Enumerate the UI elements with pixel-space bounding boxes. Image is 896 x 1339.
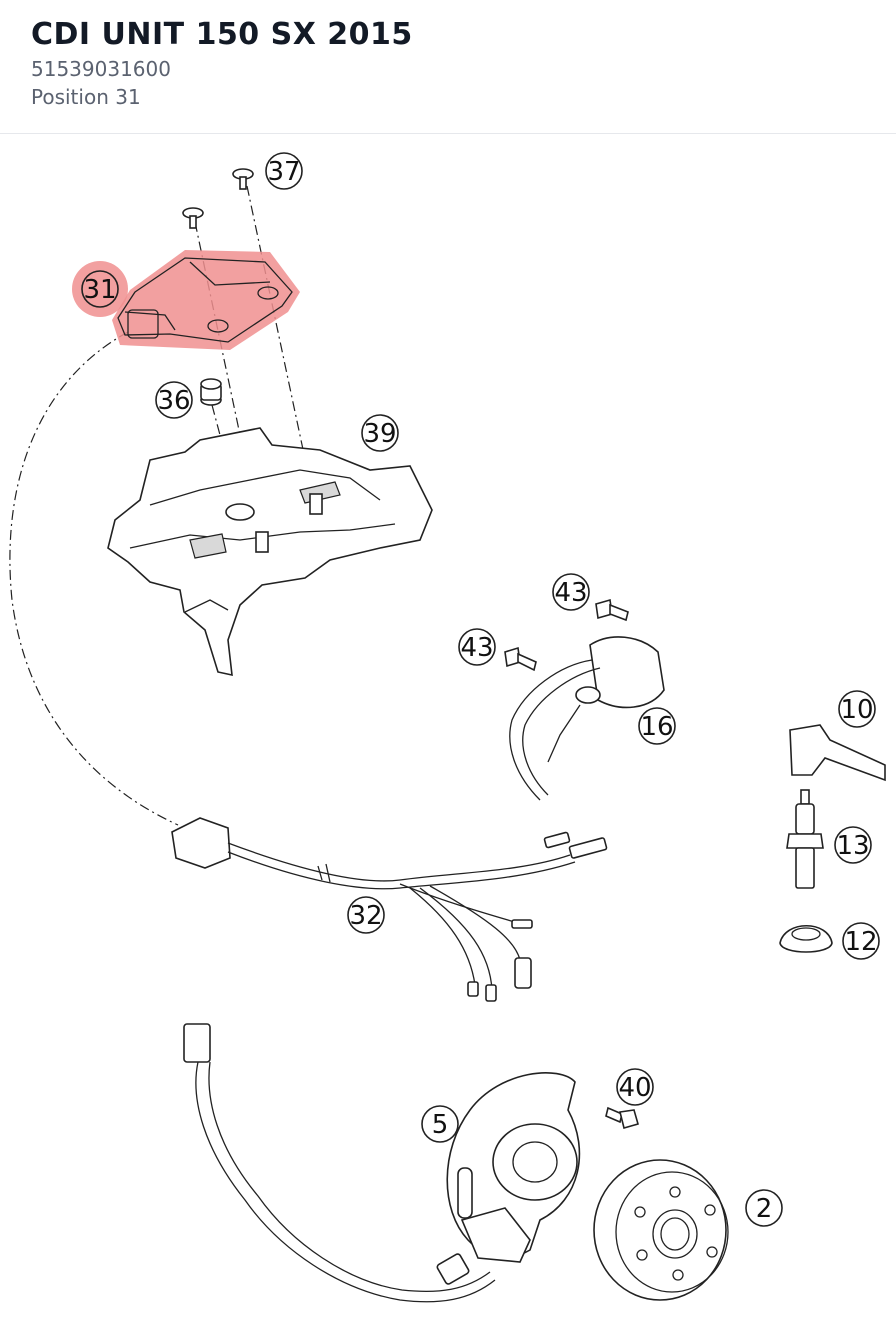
wire-routing-line (9, 331, 179, 826)
svg-text:5: 5 (432, 1110, 449, 1140)
grommet-36[interactable] (200, 378, 222, 406)
flywheel-rotor-2[interactable] (593, 1159, 729, 1301)
stator-5[interactable] (446, 1072, 581, 1263)
callout-32[interactable]: 32 (347, 896, 385, 934)
exploded-parts-diagram: 31 37 36 39 43 43 16 10 (0, 135, 896, 1335)
callout-40[interactable]: 40 (616, 1068, 654, 1106)
callout-10[interactable]: 10 (838, 690, 876, 728)
svg-text:39: 39 (363, 419, 396, 449)
callout-12[interactable]: 12 (842, 922, 880, 960)
callout-36[interactable]: 36 (155, 381, 193, 419)
callout-43-upper[interactable]: 43 (552, 573, 590, 611)
svg-text:43: 43 (554, 578, 587, 608)
callout-2[interactable]: 2 (745, 1189, 783, 1227)
svg-text:40: 40 (618, 1073, 651, 1103)
callout-39[interactable]: 39 (361, 414, 399, 452)
svg-text:16: 16 (640, 712, 673, 742)
screw-37-upper[interactable] (232, 168, 254, 190)
svg-text:2: 2 (756, 1194, 773, 1224)
svg-text:13: 13 (836, 831, 869, 861)
bolt-40[interactable] (605, 1106, 639, 1129)
spark-plug-cap-10[interactable] (789, 724, 886, 782)
callout-31[interactable]: 31 (72, 261, 128, 317)
svg-text:32: 32 (349, 901, 382, 931)
callout-37[interactable]: 37 (265, 152, 303, 190)
ignition-coil-16[interactable] (509, 636, 665, 801)
callout-5[interactable]: 5 (421, 1105, 459, 1143)
svg-text:12: 12 (844, 927, 877, 957)
bolt-43-lower[interactable] (504, 646, 537, 672)
part-position: Position 31 (31, 85, 141, 109)
svg-text:10: 10 (840, 695, 873, 725)
svg-text:31: 31 (83, 275, 116, 305)
callout-13[interactable]: 13 (834, 826, 872, 864)
mounting-bracket-39[interactable] (107, 427, 433, 677)
seal-12[interactable] (779, 924, 833, 953)
callout-16[interactable]: 16 (638, 707, 676, 745)
part-header: CDI UNIT 150 SX 2015 51539031600 Positio… (0, 0, 896, 134)
wiring-harness-32[interactable] (171, 817, 608, 1002)
part-title: CDI UNIT 150 SX 2015 (31, 17, 413, 52)
callout-43-lower[interactable]: 43 (458, 628, 496, 666)
svg-text:43: 43 (460, 633, 493, 663)
svg-text:37: 37 (267, 157, 300, 187)
svg-text:36: 36 (157, 386, 190, 416)
bolt-43-upper[interactable] (595, 598, 629, 622)
part-number: 51539031600 (31, 57, 171, 81)
stator-cable[interactable] (183, 1023, 496, 1303)
spark-plug-13[interactable] (786, 789, 824, 889)
screw-37-lower[interactable] (182, 207, 204, 229)
cdi-unit-31[interactable] (112, 250, 300, 350)
